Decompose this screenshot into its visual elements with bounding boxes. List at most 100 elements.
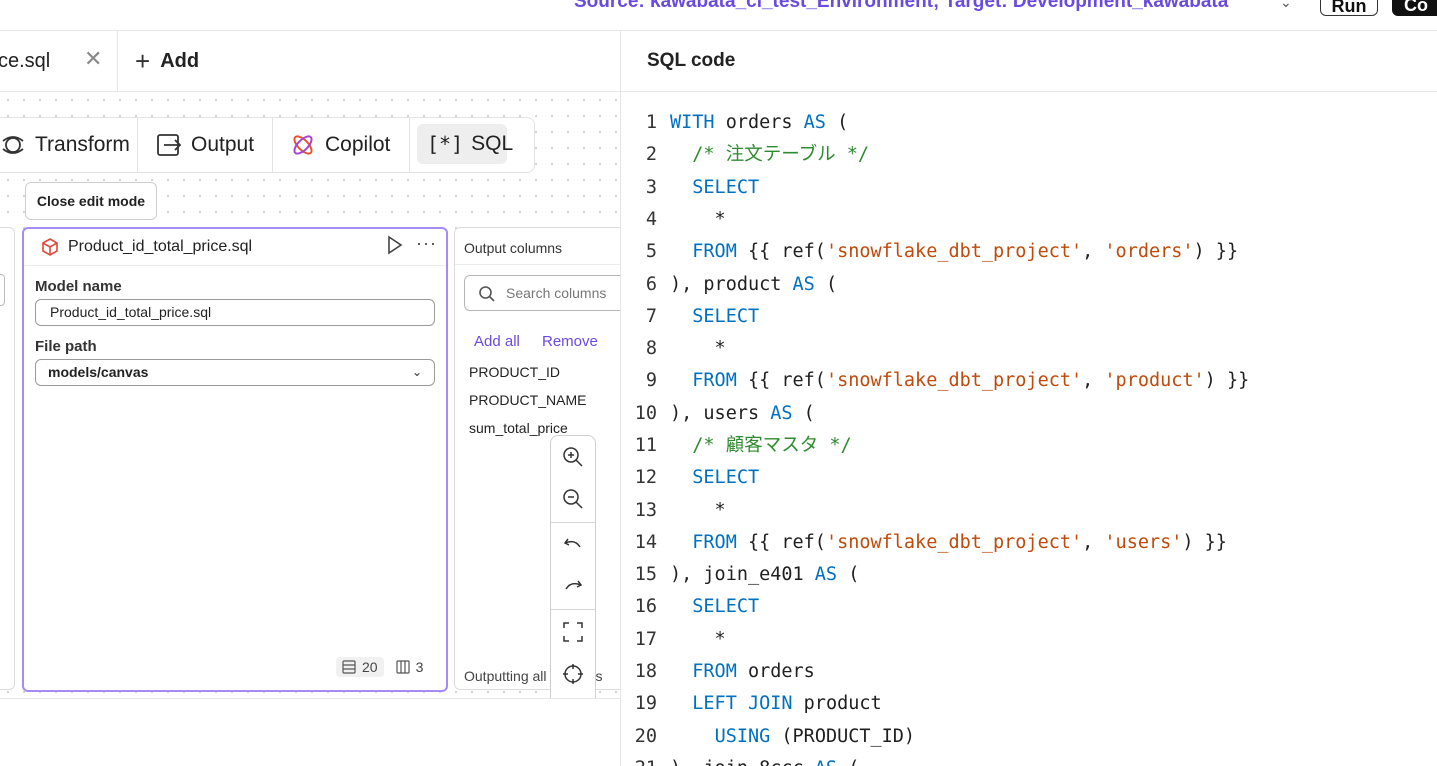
sql-button[interactable]: [*] SQL — [417, 124, 513, 164]
code-token: ( — [814, 274, 838, 295]
code-text: /* 顧客マスタ */ — [657, 430, 851, 462]
line-number: 14 — [634, 532, 657, 553]
code-token: SELECT — [692, 177, 760, 198]
remove-button[interactable]: Remove — [542, 333, 598, 350]
transform-button[interactable]: Transform — [0, 118, 130, 172]
model-name-input[interactable]: Product_id_total_price.sql — [35, 299, 435, 326]
code-line: 9 FROM {{ ref('snowflake_dbt_project', '… — [621, 365, 1249, 397]
code-text: ), join_e401 AS ( — [657, 559, 859, 591]
code-token: , — [1082, 370, 1105, 391]
tab-product-sql[interactable]: ce.sql ✕ — [0, 31, 118, 91]
line-number: 5 — [645, 241, 657, 262]
code-token: (PRODUCT_ID) — [770, 726, 916, 747]
sql-panel-title: SQL code — [647, 50, 736, 71]
code-token — [670, 661, 692, 682]
zoom-controls — [550, 435, 596, 739]
previous-node-card[interactable] — [0, 227, 15, 690]
code-token: , — [1082, 241, 1105, 262]
run-node-icon[interactable] — [386, 235, 404, 255]
commit-button[interactable]: Co — [1392, 0, 1437, 16]
search-placeholder: Search columns — [506, 285, 607, 301]
code-line: 13 * — [621, 495, 726, 527]
code-token: * — [670, 629, 726, 650]
code-text: FROM {{ ref('snowflake_dbt_project', 'or… — [657, 236, 1238, 268]
code-text: ), users AS ( — [657, 398, 815, 430]
search-columns-input[interactable]: Search columns — [464, 275, 620, 311]
file-path-select[interactable]: models/canvas ⌄ — [35, 359, 435, 386]
code-token: AS — [770, 403, 793, 424]
code-token: /* 注文テーブル */ — [692, 144, 869, 165]
code-text: LEFT JOIN product — [657, 688, 881, 720]
source-target-label: Source: kawabata_ci_test_Environment; Ta… — [574, 0, 1229, 12]
code-token: {{ ref( — [736, 241, 826, 262]
code-text: ), product AS ( — [657, 269, 837, 301]
redo-button[interactable] — [551, 566, 595, 608]
sql-label: SQL — [471, 132, 514, 155]
code-token: ), join_8ccc — [670, 758, 815, 766]
code-token: AS — [792, 274, 815, 295]
add-tab-label: Add — [160, 49, 200, 72]
code-token: ( — [837, 564, 860, 585]
column-item[interactable]: PRODUCT_ID — [469, 364, 561, 380]
code-token: 'snowflake_dbt_project' — [825, 370, 1083, 391]
plus-icon: + — [135, 46, 151, 76]
code-token: {{ ref( — [736, 532, 826, 553]
code-token — [670, 726, 715, 747]
node-stats: 20 3 — [336, 657, 429, 677]
code-text: * — [657, 204, 726, 236]
copilot-button[interactable]: Copilot — [289, 118, 390, 172]
code-text: * — [657, 624, 726, 656]
close-tab-icon[interactable]: ✕ — [84, 46, 103, 71]
top-bar: Source: kawabata_ci_test_Environment; Ta… — [0, 0, 1437, 31]
line-number: 17 — [634, 629, 657, 650]
close-edit-mode-button[interactable]: Close edit mode — [25, 182, 157, 220]
rows-icon — [342, 660, 356, 674]
code-token: 'snowflake_dbt_project' — [825, 532, 1083, 553]
code-token: 'snowflake_dbt_project' — [825, 241, 1083, 262]
environment-chevron-icon[interactable]: ⌄ — [1280, 0, 1292, 10]
line-number: 2 — [645, 144, 657, 165]
zoom-out-button[interactable] — [551, 478, 595, 520]
code-token: * — [670, 338, 726, 359]
sql-bracket-icon: [*] — [427, 132, 464, 156]
add-tab-button[interactable]: + Add — [135, 47, 199, 75]
file-path-value: models/canvas — [48, 364, 149, 380]
line-number: 16 — [634, 596, 657, 617]
code-line: 4 * — [621, 204, 726, 236]
cube-icon — [42, 238, 58, 256]
zoom-in-icon — [563, 447, 583, 467]
column-item[interactable]: sum_total_price — [469, 420, 568, 436]
code-text: SELECT — [657, 301, 759, 333]
code-token — [670, 467, 692, 488]
canvas-pane: ce.sql ✕ + Add Transform — [0, 31, 620, 766]
more-options-icon[interactable]: ··· — [416, 233, 437, 253]
code-token: WITH — [670, 112, 715, 133]
output-button[interactable]: Output — [155, 118, 254, 172]
model-canvas[interactable]: Transform Output Copilot [*] — [0, 92, 620, 739]
code-token: SELECT — [692, 306, 760, 327]
center-view-button[interactable] — [551, 653, 595, 695]
undo-button[interactable] — [551, 524, 595, 566]
fit-view-button[interactable] — [551, 611, 595, 653]
code-token — [670, 144, 692, 165]
code-token: ) }} — [1182, 532, 1227, 553]
add-all-button[interactable]: Add all — [474, 333, 520, 350]
previous-node-field — [0, 274, 5, 306]
line-number: 6 — [645, 274, 657, 295]
code-token: FROM — [692, 532, 737, 553]
zoom-in-button[interactable] — [551, 436, 595, 478]
panel-divider — [455, 264, 620, 265]
column-item[interactable]: PRODUCT_NAME — [469, 392, 587, 408]
code-token: FROM — [692, 241, 737, 262]
code-text: ), join_8ccc AS ( — [657, 753, 859, 766]
model-node-card[interactable]: Product_id_total_price.sql ··· Model nam… — [22, 227, 448, 692]
search-icon — [479, 286, 495, 302]
node-title: Product_id_total_price.sql — [68, 238, 253, 255]
line-number: 1 — [645, 112, 657, 133]
code-token: ( — [825, 112, 849, 133]
run-button[interactable]: Run — [1320, 0, 1378, 16]
code-token: 'orders' — [1104, 241, 1194, 262]
undo-icon — [563, 538, 581, 548]
code-token: 'product' — [1104, 370, 1205, 391]
